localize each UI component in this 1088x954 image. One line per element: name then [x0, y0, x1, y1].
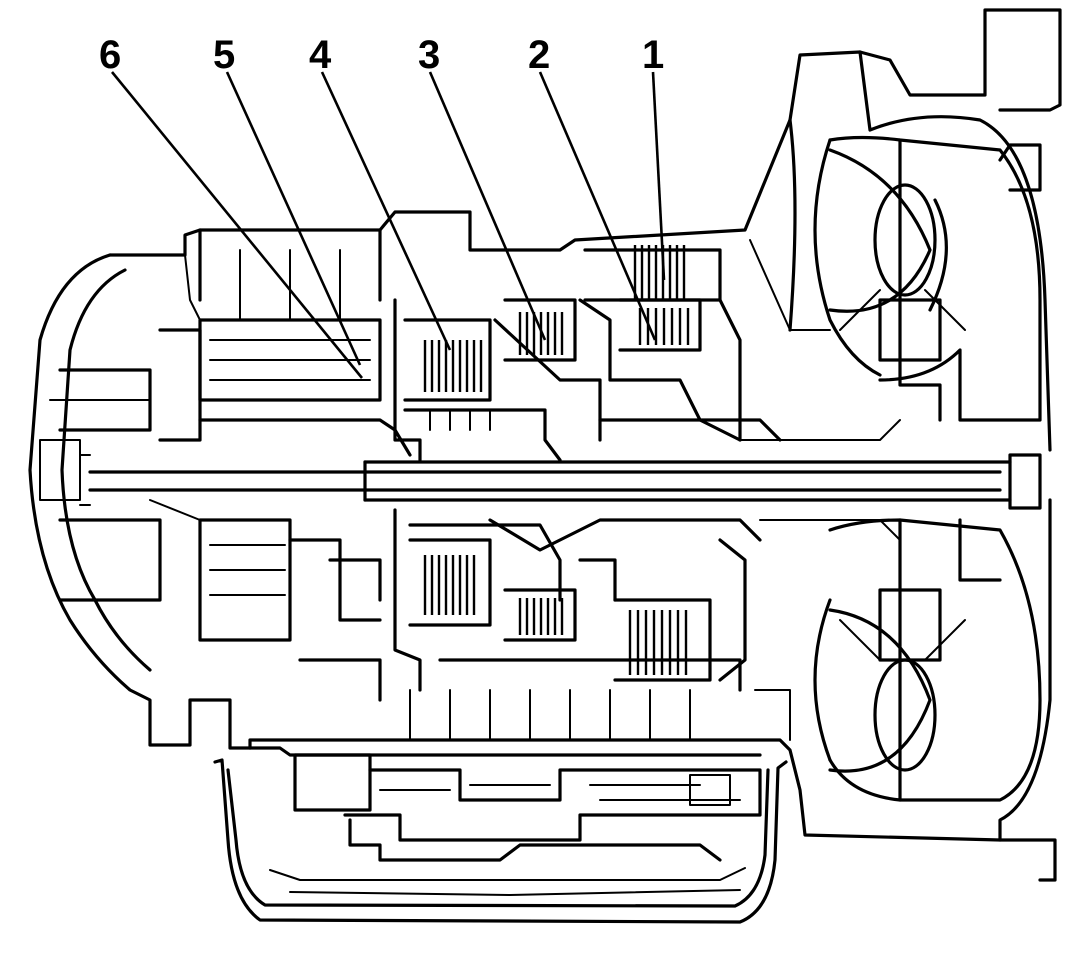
hydraulic-passages — [149, 239, 901, 741]
callout-5: 5 — [213, 33, 235, 77]
transmission-housing — [28, 8, 1062, 882]
callout-2: 2 — [528, 33, 550, 77]
oil-pan — [213, 758, 788, 924]
clutch-pack-lower-right — [613, 598, 712, 682]
clutch-pack-lower-mid — [503, 588, 577, 642]
rear-planetary-lower — [58, 518, 382, 702]
clutch-pack-2-upper — [618, 298, 702, 352]
leader-line-2 — [538, 71, 657, 341]
leader-lines — [110, 71, 666, 379]
torque-converter — [813, 135, 1042, 802]
callout-1: 1 — [642, 33, 664, 77]
clutch-pack-4-upper — [403, 318, 492, 402]
callout-4: 4 — [309, 33, 332, 77]
callout-labels: 6 5 4 3 2 1 — [99, 33, 664, 77]
clutch-pack-1-upper — [583, 245, 722, 302]
clutch-drums — [393, 298, 782, 741]
leader-line-3 — [428, 71, 547, 341]
rear-planetary-upper — [49, 249, 412, 457]
valve-body — [293, 753, 762, 862]
leader-line-6 — [110, 71, 364, 379]
callout-3: 3 — [418, 33, 440, 77]
clutch-pack-lower-left — [408, 538, 492, 627]
leader-line-4 — [320, 71, 452, 351]
leader-line-5 — [225, 71, 362, 366]
leader-line-1 — [651, 71, 666, 281]
main-shaft — [39, 439, 1042, 510]
callout-6: 6 — [99, 33, 121, 77]
